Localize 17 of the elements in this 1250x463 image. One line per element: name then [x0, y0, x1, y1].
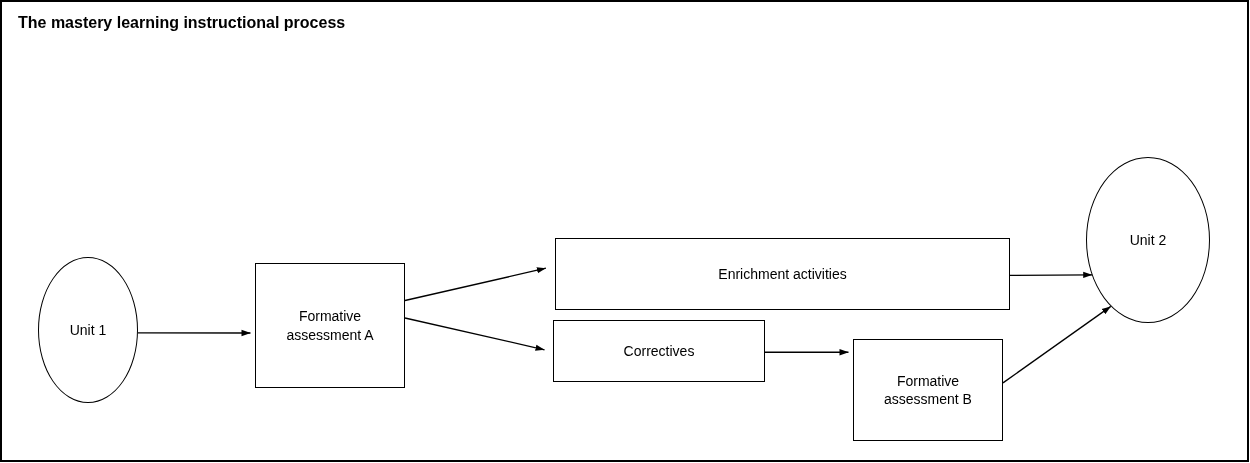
node-label: Unit 1 — [69, 320, 107, 340]
node-label: Formative assessment A — [285, 307, 375, 344]
node-label: Formative assessment B — [883, 371, 973, 409]
arrow — [137, 329, 252, 337]
arrow — [1009, 271, 1093, 279]
arrow — [404, 317, 546, 351]
process-box — [255, 263, 405, 388]
node-label: Unit 2 — [1129, 230, 1167, 250]
process-box — [853, 339, 1003, 441]
process-box — [555, 238, 1010, 310]
diagram-title: The mastery learning instructional process — [18, 14, 346, 32]
process-box — [553, 320, 765, 382]
node-label: Enrichment activities — [718, 264, 847, 284]
arrow — [1002, 305, 1112, 384]
arrow — [764, 349, 850, 356]
node-label: Correctives — [623, 341, 695, 361]
arrow — [404, 267, 547, 302]
